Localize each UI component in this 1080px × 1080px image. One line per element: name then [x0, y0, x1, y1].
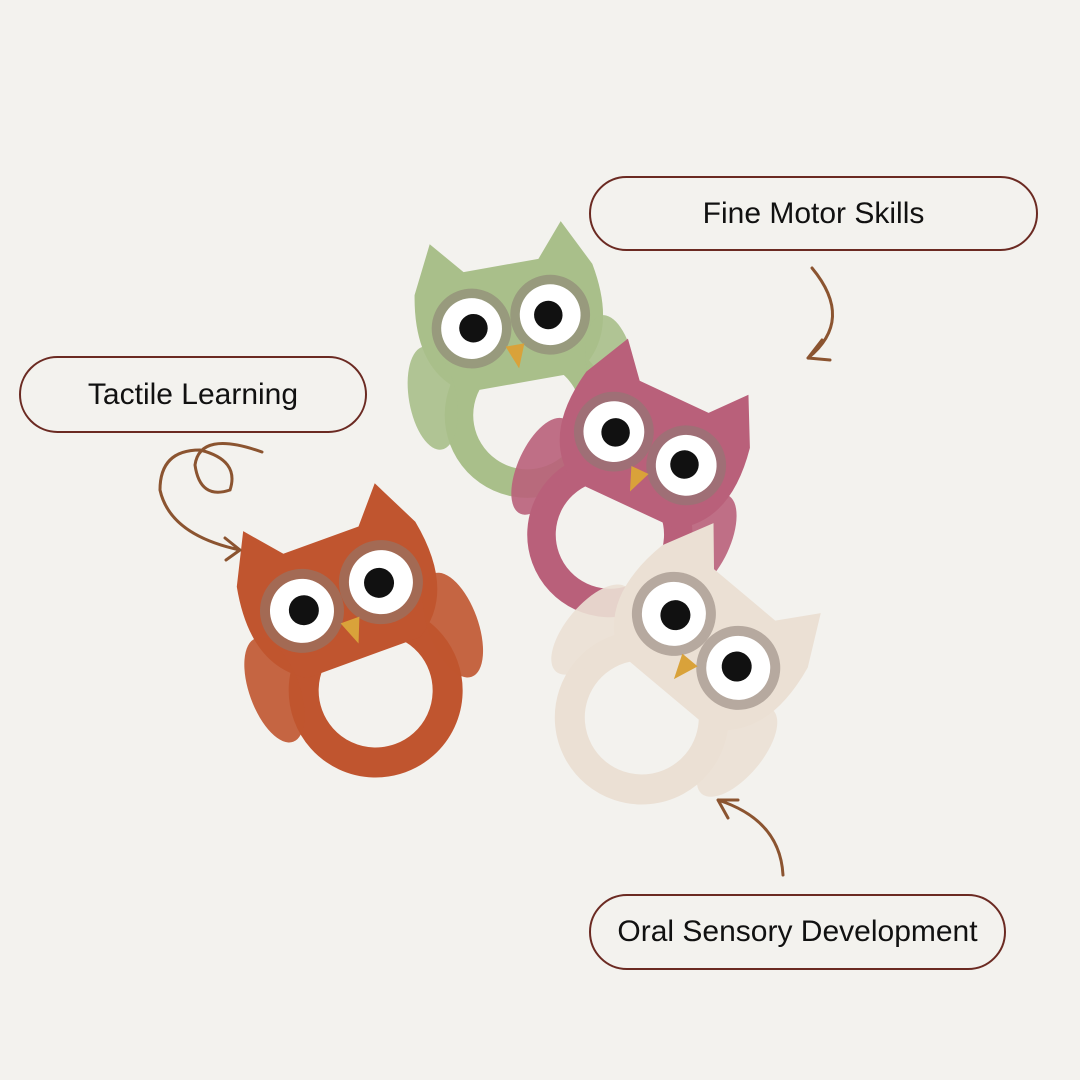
- label-fine-motor-skills: Fine Motor Skills: [589, 176, 1038, 251]
- label-text: Tactile Learning: [87, 377, 299, 411]
- label-text: Fine Motor Skills: [702, 196, 925, 230]
- label-oral-sensory-development: Oral Sensory Development: [589, 894, 1006, 970]
- label-text: Oral Sensory Development: [617, 915, 978, 948]
- owl-teether-orange: [196, 466, 513, 799]
- label-tactile-learning: Tactile Learning: [19, 356, 367, 433]
- arrow-icon-oral: [716, 798, 785, 877]
- arrow-icon-tactile: [158, 442, 264, 562]
- owl-teether-beige: [504, 491, 859, 850]
- arrow-icon-fine-motor: [806, 266, 834, 362]
